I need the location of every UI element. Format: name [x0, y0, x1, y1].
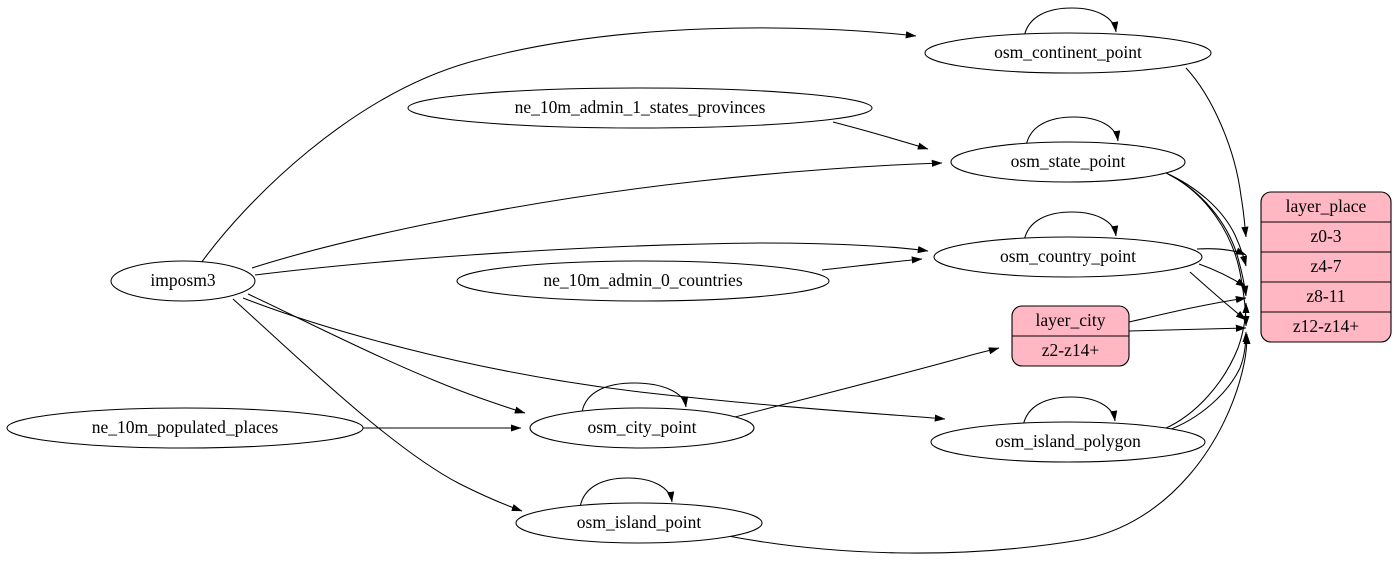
- node-label-osm_state_point: osm_state_point: [1011, 151, 1126, 171]
- edge-imposm3-to-osm_state_point: [251, 159, 943, 269]
- record-layer_city[interactable]: layer_city z2-z14+: [1011, 305, 1130, 367]
- edge-osm_country_point-to-layer_place_z4: [1196, 247, 1247, 256]
- node-imposm3[interactable]: imposm3: [110, 260, 256, 302]
- node-label-osm_country_point: osm_country_point: [1000, 246, 1136, 266]
- node-label-osm_island_polygon: osm_island_polygon: [995, 431, 1141, 451]
- node-label-osm_island_point: osm_island_point: [577, 512, 702, 532]
- node-shape-osm_continent_point: [924, 32, 1212, 74]
- edge-imposm3-to-osm_continent_point: [200, 27, 917, 264]
- record-layer: layer_city z2-z14+ layer_place z0-3 z4-7…: [1011, 191, 1392, 367]
- edge-self-loop-osm_island_polygon: [1022, 396, 1118, 427]
- node-osm_island_point[interactable]: osm_island_point: [515, 502, 763, 544]
- node-ne_10m_populated_places[interactable]: ne_10m_populated_places: [6, 407, 364, 449]
- node-label-ne_countries: ne_10m_admin_0_countries: [543, 270, 742, 290]
- node-layer: imposm3 ne_10m_admin_1_states_provinces …: [6, 32, 1212, 544]
- node-shape-ne_states: [407, 87, 873, 129]
- record-shape-layer_place: [1260, 191, 1392, 343]
- edge-imposm3-to-osm_country_point: [254, 242, 929, 276]
- node-ne_10m_admin_1_states_provinces[interactable]: ne_10m_admin_1_states_provinces: [407, 87, 873, 129]
- edge-osm_island_point-to-layer_place_z12: [722, 333, 1251, 554]
- node-osm_city_point[interactable]: osm_city_point: [529, 407, 755, 449]
- edge-imposm3-to-osm_island_point: [232, 298, 523, 512]
- edge-osm_state_point-to-layer_place_z8: [1167, 173, 1249, 297]
- edge-osm_continent_point-to-layer_place_z0: [1185, 67, 1249, 238]
- record-row-layer_place-z4[interactable]: z4-7: [1310, 256, 1341, 276]
- edge-self-loop-osm_city_point: [581, 382, 689, 413]
- node-ne_10m_admin_0_countries[interactable]: ne_10m_admin_0_countries: [456, 260, 830, 302]
- edge-layer_city-to-layer_place_z12: [1128, 324, 1247, 332]
- edge-osm_state_point-to-layer_place_z4: [1165, 172, 1248, 267]
- node-osm_continent_point[interactable]: osm_continent_point: [924, 32, 1212, 74]
- record-row-layer_city-z2[interactable]: z2-z14+: [1042, 340, 1100, 360]
- edge-layer_city-to-layer_place_z8: [1128, 295, 1247, 323]
- node-osm_island_polygon[interactable]: osm_island_polygon: [930, 421, 1206, 463]
- edge-osm_city_point-to-layer_city_z2: [734, 347, 1000, 418]
- node-osm_state_point[interactable]: osm_state_point: [950, 141, 1186, 183]
- node-osm_country_point[interactable]: osm_country_point: [933, 236, 1203, 278]
- record-layer_place[interactable]: layer_place z0-3 z4-7 z8-11 z12-z14+: [1260, 191, 1392, 343]
- node-shape-osm_state_point: [950, 141, 1186, 183]
- record-row-layer_place-z0[interactable]: z0-3: [1310, 226, 1341, 246]
- record-row-layer_city-head: layer_city: [1036, 310, 1106, 330]
- node-shape-osm_island_point: [515, 502, 763, 544]
- node-shape-imposm3: [110, 260, 256, 302]
- record-row-layer_place-z8[interactable]: z8-11: [1306, 286, 1345, 306]
- node-shape-ne_populated: [6, 407, 364, 449]
- edge-osm_country_point-to-layer_place_z12: [1189, 271, 1247, 321]
- node-shape-ne_countries: [456, 260, 830, 302]
- record-row-layer_place-z12[interactable]: z12-z14+: [1293, 316, 1359, 336]
- node-label-osm_city_point: osm_city_point: [588, 417, 697, 437]
- edge-imposm3-to-osm_city_point: [247, 293, 526, 414]
- edge-self-loop-osm_country_point: [1023, 211, 1119, 242]
- node-shape-osm_country_point: [933, 236, 1203, 278]
- node-shape-osm_city_point: [529, 407, 755, 449]
- record-row-layer_place-head: layer_place: [1286, 196, 1367, 216]
- edge-osm_island_polygon-to-layer_place_z12: [1165, 331, 1250, 432]
- node-label-osm_continent_point: osm_continent_point: [994, 42, 1142, 62]
- edge-osm_island_polygon-to-layer_place_z8: [1163, 302, 1250, 430]
- edge-osm_country_point-to-layer_place_z8: [1198, 263, 1247, 288]
- edge-ne_countries-to-osm_country_point: [821, 256, 923, 271]
- edge-self-loop-osm_island_point: [579, 477, 675, 508]
- node-label-imposm3: imposm3: [150, 270, 215, 290]
- node-label-ne_populated: ne_10m_populated_places: [92, 417, 279, 437]
- node-label-ne_states: ne_10m_admin_1_states_provinces: [515, 97, 766, 117]
- edge-ne_states-to-osm_state_point: [832, 121, 929, 150]
- node-shape-osm_island_polygon: [930, 421, 1206, 463]
- edge-self-loop-osm_continent_point: [1023, 7, 1119, 38]
- edge-layer: [200, 7, 1251, 554]
- edge-imposm3-to-osm_island_polygon: [242, 297, 946, 422]
- edge-self-loop-osm_state_point: [1025, 116, 1121, 147]
